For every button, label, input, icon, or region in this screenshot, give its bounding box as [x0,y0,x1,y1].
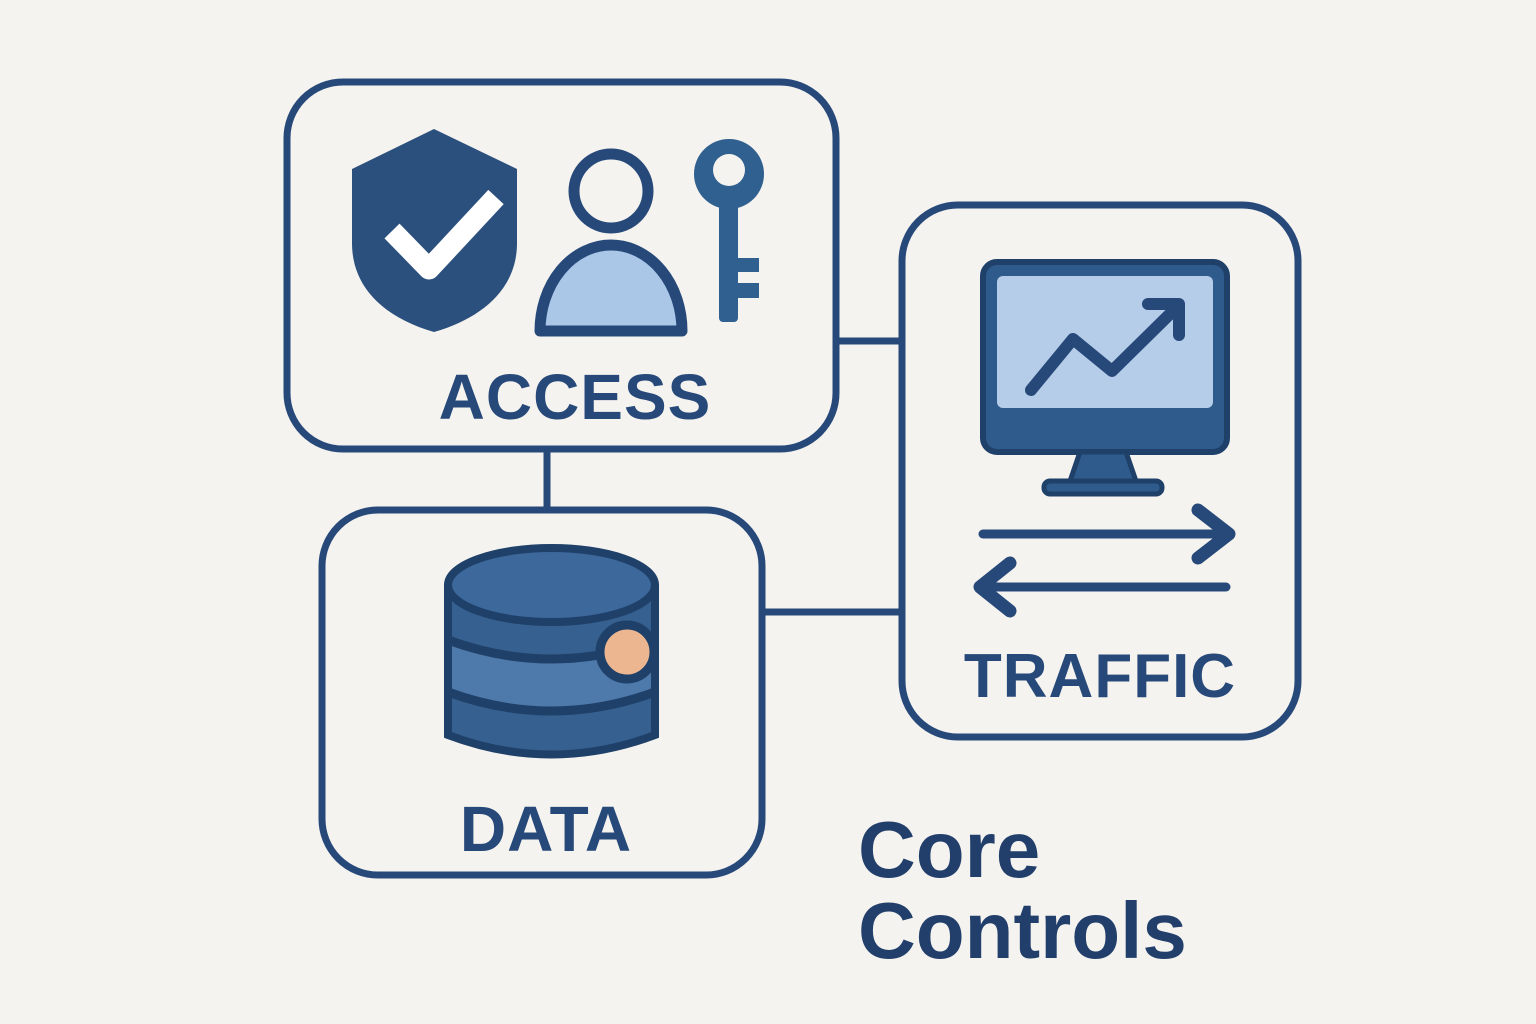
arrow-right-icon [978,503,1236,565]
access-label: ACCESS [439,361,712,433]
database-icon [444,544,659,759]
peach-dot-icon [595,620,659,684]
arrows-bidirectional [973,503,1236,618]
arrow-left-icon [973,556,1231,618]
user-icon [534,148,688,337]
node-traffic: TRAFFIC [898,201,1302,741]
traffic-label: TRAFFIC [964,642,1236,711]
caption: Core Controls [858,805,1187,975]
monitor-trend-icon [980,259,1230,497]
key-icon [694,139,764,322]
connectors [543,337,905,616]
node-data: DATA [318,506,766,879]
caption-line-1: Core [858,805,1040,894]
data-label: DATA [460,793,632,865]
node-access: ACCESS [283,78,840,453]
shield-check-icon [352,129,517,332]
caption-line-2: Controls [858,886,1187,975]
